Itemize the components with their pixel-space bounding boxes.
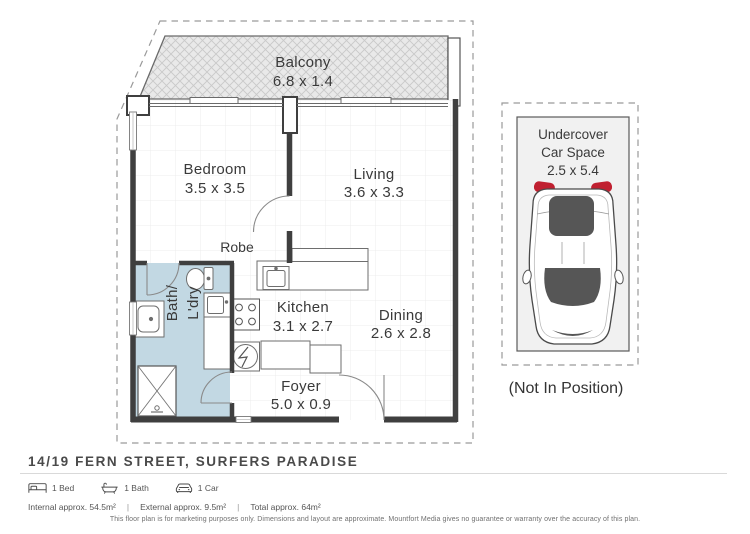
carspace-dims: 2.5 x 5.4 (547, 163, 599, 178)
foyer-label: Foyer (281, 378, 321, 395)
bedroom-dims: 3.5 x 3.5 (185, 180, 245, 197)
stove-cooktop (231, 298, 260, 331)
toilet-fixture (186, 267, 214, 290)
windshield (544, 268, 601, 306)
hot-water-unit (231, 341, 260, 372)
walls (130, 99, 459, 423)
shower-fixture (137, 365, 177, 417)
property-address: 14/19 FERN STREET, SURFERS PARADISE (28, 454, 359, 469)
bath-door-arc (146, 262, 180, 296)
kitchen-counter (256, 248, 369, 291)
car-icon (175, 483, 192, 493)
door-swings (146, 195, 385, 421)
carspace-label-line1: Undercover (538, 127, 608, 142)
living-label: Living (354, 166, 395, 183)
floor-plan-svg: Balcony 6.8 x 1.4 Bedroom 3.5 x 3.5 Livi… (116, 20, 721, 474)
feature-car-label: 1 Car (197, 483, 219, 493)
bedroom-label: Bedroom (184, 161, 247, 178)
area-total: Total approx. 64m² (250, 502, 321, 512)
bed-icon (28, 483, 47, 493)
carspace-label-line2: Car Space (541, 145, 605, 160)
car-space-area: Undercover Car Space 2.5 x 5.4 (Not In P… (501, 102, 639, 397)
feature-bath-label: 1 Bath (124, 483, 149, 493)
areas-separator: | (237, 502, 240, 512)
plan-boundary-dashed (116, 20, 474, 444)
wall-columns (126, 95, 298, 134)
robe-label: Robe (220, 239, 254, 255)
disclaimer-text: This floor plan is for marketing purpose… (109, 516, 641, 523)
not-in-position-note: (Not In Position) (509, 380, 624, 397)
balcony-dims: 6.8 x 1.4 (273, 73, 333, 90)
living-dims: 3.6 x 3.3 (344, 184, 404, 201)
feature-bed: 1 Bed (28, 482, 74, 494)
feature-bath: 1 Bath (100, 482, 149, 494)
vanity-sink (133, 300, 165, 338)
dining-label: Dining (379, 307, 423, 324)
area-external: External approx. 9.5m² (140, 502, 227, 512)
feature-bed-label: 1 Bed (52, 483, 75, 493)
mirror-left (522, 269, 532, 285)
area-summary: Internal approx. 54.5m² | External appro… (28, 502, 321, 512)
bath-label-line2: L'dry (185, 286, 202, 320)
laundry-door-arc (200, 371, 233, 404)
bath-label-line1: Bath/ (164, 284, 181, 321)
balcony-label: Balcony (275, 54, 331, 71)
bedroom-door-arc (252, 195, 290, 233)
bath-icon (101, 482, 118, 494)
feature-car: 1 Car (175, 482, 219, 494)
divider-line (20, 473, 727, 474)
entry-door-arc (338, 374, 385, 421)
mirror-right (614, 269, 624, 285)
foyer-dims: 5.0 x 0.9 (271, 396, 331, 413)
kitchen-dims: 3.1 x 2.7 (273, 318, 333, 335)
island-bench (260, 340, 342, 374)
windows (129, 97, 448, 423)
laundry-tub (203, 292, 232, 370)
rear-window (549, 196, 594, 236)
car-illustration (522, 181, 624, 345)
area-internal: Internal approx. 54.5m² (28, 502, 116, 512)
feature-list: 1 Bed 1 Bath 1 Car (28, 482, 219, 494)
areas-separator: | (126, 502, 130, 512)
fixtures (133, 248, 369, 417)
kitchen-label: Kitchen (277, 299, 329, 316)
balcony-area (138, 35, 461, 107)
dining-dims: 2.6 x 2.8 (371, 325, 431, 342)
